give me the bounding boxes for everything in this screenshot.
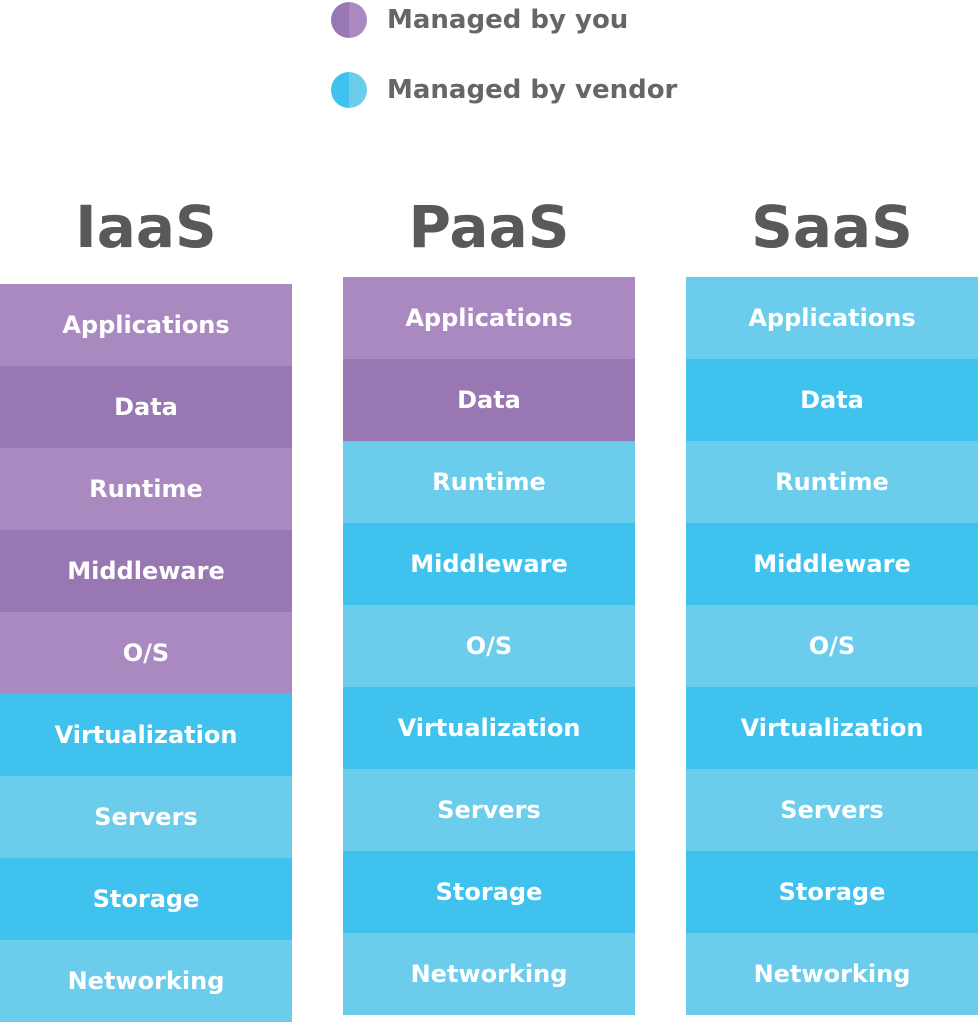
legend-label-you: Managed by you bbox=[387, 5, 629, 35]
legend-item-managed-by-vendor: Managed by vendor bbox=[331, 70, 691, 110]
layer-os: O/S bbox=[0, 612, 292, 694]
layer-label: Applications bbox=[405, 304, 573, 332]
layer-label: Middleware bbox=[410, 550, 568, 578]
layer-storage: Storage bbox=[686, 851, 978, 933]
layer-data: Data bbox=[343, 359, 635, 441]
layer-label: Runtime bbox=[89, 475, 203, 503]
layer-label: Middleware bbox=[753, 550, 911, 578]
layer-applications: Applications bbox=[343, 277, 635, 359]
layer-stack: Applications Data Runtime Middleware O/S… bbox=[343, 277, 635, 1015]
layer-middleware: Middleware bbox=[343, 523, 635, 605]
layer-runtime: Runtime bbox=[0, 448, 292, 530]
layer-servers: Servers bbox=[0, 776, 292, 858]
layer-middleware: Middleware bbox=[686, 523, 978, 605]
layer-os: O/S bbox=[343, 605, 635, 687]
layer-label: Applications bbox=[748, 304, 916, 332]
layer-data: Data bbox=[0, 366, 292, 448]
layer-os: O/S bbox=[686, 605, 978, 687]
legend-item-managed-by-you: Managed by you bbox=[331, 0, 691, 40]
layer-label: Virtualization bbox=[54, 721, 238, 749]
layer-networking: Networking bbox=[686, 933, 978, 1015]
layer-label: Storage bbox=[92, 885, 200, 913]
legend-label-vendor: Managed by vendor bbox=[387, 75, 678, 105]
layer-servers: Servers bbox=[686, 769, 978, 851]
purple-swatch-icon bbox=[331, 2, 367, 38]
layer-virtualization: Virtualization bbox=[0, 694, 292, 776]
layer-label: Servers bbox=[94, 803, 198, 831]
layer-runtime: Runtime bbox=[343, 441, 635, 523]
layer-label: Networking bbox=[753, 960, 911, 988]
layer-applications: Applications bbox=[0, 284, 292, 366]
layer-label: Networking bbox=[410, 960, 568, 988]
layer-label: O/S bbox=[122, 639, 170, 667]
layer-label: Data bbox=[114, 393, 178, 421]
layer-label: Servers bbox=[437, 796, 541, 824]
layer-stack: Applications Data Runtime Middleware O/S… bbox=[0, 284, 292, 1022]
layer-label: Storage bbox=[435, 878, 543, 906]
layer-label: O/S bbox=[465, 632, 513, 660]
layer-middleware: Middleware bbox=[0, 530, 292, 612]
layer-networking: Networking bbox=[0, 940, 292, 1022]
layer-networking: Networking bbox=[343, 933, 635, 1015]
layer-label: Virtualization bbox=[397, 714, 581, 742]
layer-label: Applications bbox=[62, 311, 230, 339]
layer-label: Servers bbox=[780, 796, 884, 824]
layer-label: Virtualization bbox=[740, 714, 924, 742]
layer-storage: Storage bbox=[343, 851, 635, 933]
column-title: SaaS bbox=[751, 193, 913, 261]
layer-label: Storage bbox=[778, 878, 886, 906]
layer-runtime: Runtime bbox=[686, 441, 978, 523]
layer-label: Runtime bbox=[432, 468, 546, 496]
layer-label: Networking bbox=[67, 967, 225, 995]
layer-label: Data bbox=[800, 386, 864, 414]
blue-swatch-icon bbox=[331, 72, 367, 108]
layer-label: Middleware bbox=[67, 557, 225, 585]
layer-data: Data bbox=[686, 359, 978, 441]
column-title: PaaS bbox=[408, 193, 570, 261]
layer-label: Data bbox=[457, 386, 521, 414]
layer-storage: Storage bbox=[0, 858, 292, 940]
layer-virtualization: Virtualization bbox=[686, 687, 978, 769]
layer-label: O/S bbox=[808, 632, 856, 660]
layer-virtualization: Virtualization bbox=[343, 687, 635, 769]
layer-applications: Applications bbox=[686, 277, 978, 359]
layer-stack: Applications Data Runtime Middleware O/S… bbox=[686, 277, 978, 1015]
layer-label: Runtime bbox=[775, 468, 889, 496]
layer-servers: Servers bbox=[343, 769, 635, 851]
column-title: IaaS bbox=[75, 193, 217, 261]
